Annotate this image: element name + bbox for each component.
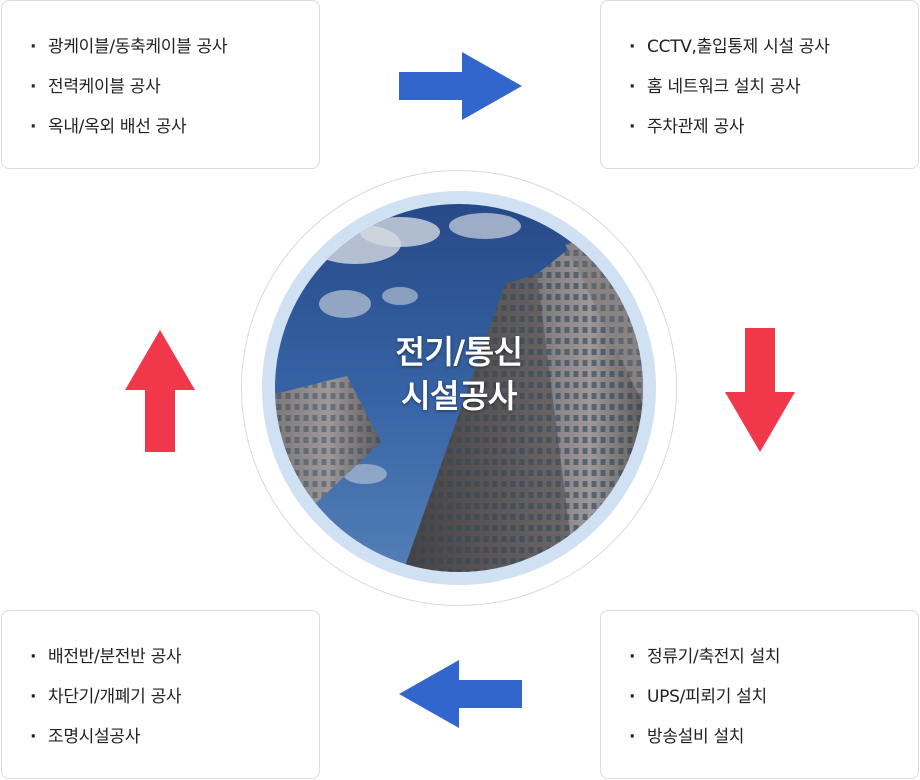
bullet: · — [629, 727, 636, 747]
box-bottom-right: · 정류기/축전지 설치 · UPS/피뢰기 설치 · 방송설비 설치 — [600, 610, 919, 779]
bullet: · — [629, 647, 636, 667]
list-item: · 광케이블/동축케이블 공사 — [30, 27, 319, 67]
item-text: 옥내/옥외 배선 공사 — [48, 117, 187, 137]
arrow-down-icon — [725, 328, 795, 452]
item-list: · 배전반/분전반 공사 · 차단기/개폐기 공사 · 조명시설공사 — [30, 637, 319, 757]
bullet: · — [30, 117, 37, 137]
item-text: 배전반/분전반 공사 — [48, 647, 182, 667]
arrow-up-shape — [125, 330, 195, 452]
box-top-right: · CCTV,출입통제 시설 공사 · 홈 네트워크 설치 공사 · 주차관제 공사 — [600, 0, 919, 169]
center-title-line-2: 시설공사 — [401, 377, 517, 415]
bullet: · — [30, 37, 37, 57]
item-text: 조명시설공사 — [48, 727, 141, 747]
bullet: · — [629, 37, 636, 57]
list-item: · 홈 네트워크 설치 공사 — [629, 67, 918, 107]
list-item: · 조명시설공사 — [30, 717, 319, 757]
bullet: · — [629, 687, 636, 707]
list-item: · 방송설비 설치 — [629, 717, 918, 757]
arrow-left-icon — [399, 660, 522, 728]
item-text: 차단기/개폐기 공사 — [48, 687, 182, 707]
arrow-down-shape — [725, 328, 795, 452]
item-text: 정류기/축전지 설치 — [647, 647, 781, 667]
arrow-right-icon — [399, 52, 522, 120]
arrow-up-icon — [125, 330, 195, 454]
arrow-left-shape — [399, 660, 522, 728]
arrow-right-shape — [399, 52, 522, 120]
item-text: 주차관제 공사 — [647, 117, 745, 137]
list-item: · 배전반/분전반 공사 — [30, 637, 319, 677]
bullet: · — [629, 117, 636, 137]
bullet: · — [629, 77, 636, 97]
box-bottom-left: · 배전반/분전반 공사 · 차단기/개폐기 공사 · 조명시설공사 — [1, 610, 320, 779]
item-text: CCTV,출입통제 시설 공사 — [647, 37, 830, 57]
list-item: · 전력케이블 공사 — [30, 67, 319, 107]
list-item: · CCTV,출입통제 시설 공사 — [629, 27, 918, 67]
bullet: · — [30, 77, 37, 97]
item-text: 광케이블/동축케이블 공사 — [48, 37, 228, 57]
list-item: · 주차관제 공사 — [629, 107, 918, 147]
bullet: · — [30, 687, 37, 707]
bullet: · — [30, 647, 37, 667]
item-list: · 광케이블/동축케이블 공사 · 전력케이블 공사 · 옥내/옥외 배선 공사 — [30, 27, 319, 147]
list-item: · UPS/피뢰기 설치 — [629, 677, 918, 717]
item-text: 전력케이블 공사 — [48, 77, 161, 97]
list-item: · 차단기/개폐기 공사 — [30, 677, 319, 717]
bullet: · — [30, 727, 37, 747]
list-item: · 정류기/축전지 설치 — [629, 637, 918, 677]
building-photo — [275, 204, 643, 572]
item-list: · CCTV,출입통제 시설 공사 · 홈 네트워크 설치 공사 · 주차관제 공사 — [629, 27, 918, 147]
center-title-line-1: 전기/통신 — [395, 333, 523, 371]
box-top-left: · 광케이블/동축케이블 공사 · 전력케이블 공사 · 옥내/옥외 배선 공사 — [1, 0, 320, 169]
item-text: UPS/피뢰기 설치 — [647, 687, 767, 707]
item-text: 홈 네트워크 설치 공사 — [647, 77, 801, 97]
list-item: · 옥내/옥외 배선 공사 — [30, 107, 319, 147]
item-list: · 정류기/축전지 설치 · UPS/피뢰기 설치 · 방송설비 설치 — [629, 637, 918, 757]
center-title: 전기/통신 시설공사 — [275, 330, 643, 418]
item-text: 방송설비 설치 — [647, 727, 745, 747]
